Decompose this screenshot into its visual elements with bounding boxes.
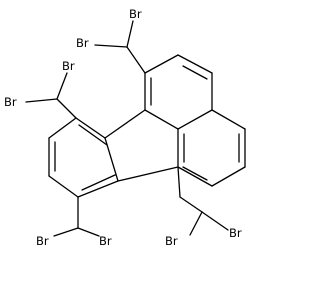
bond (144, 109, 179, 130)
bromine-label: Br (36, 234, 49, 248)
bond (117, 166, 179, 182)
bromine-label: Br (62, 59, 75, 73)
bond (25, 98, 58, 103)
bromine-label: Br (165, 234, 178, 248)
bond (182, 65, 208, 80)
substituent-bonds (25, 20, 229, 237)
bond (211, 109, 246, 130)
bromine-label: Br (129, 7, 142, 21)
bond (104, 109, 146, 139)
bond (77, 180, 119, 198)
bond (56, 98, 77, 119)
bond (48, 175, 79, 198)
bromine-label: Br (229, 226, 242, 240)
bond (56, 72, 68, 100)
bond (177, 54, 213, 74)
bromine-label: Br (76, 36, 89, 50)
bond (177, 166, 213, 187)
bond (211, 166, 246, 187)
bond (179, 196, 203, 213)
bond (77, 227, 100, 237)
bond (201, 211, 229, 231)
bond (94, 44, 128, 48)
atom-labels: Br Br Br Br Br Br Br Br (4, 7, 242, 248)
bond (75, 117, 106, 139)
bond (81, 174, 116, 191)
bond (144, 54, 179, 74)
molecule-diagram: Br Br Br Br Br Br Br Br (4, 7, 246, 248)
bromine-label: Br (4, 95, 17, 109)
bond (53, 227, 79, 237)
bond (78, 124, 108, 146)
bond (177, 166, 181, 198)
bond (189, 211, 203, 236)
bond (182, 166, 208, 181)
bond (126, 46, 146, 74)
bond (48, 117, 77, 139)
bond (177, 109, 213, 130)
ring-bonds (48, 54, 246, 198)
bromine-label: Br (99, 234, 112, 248)
bond (126, 20, 134, 48)
